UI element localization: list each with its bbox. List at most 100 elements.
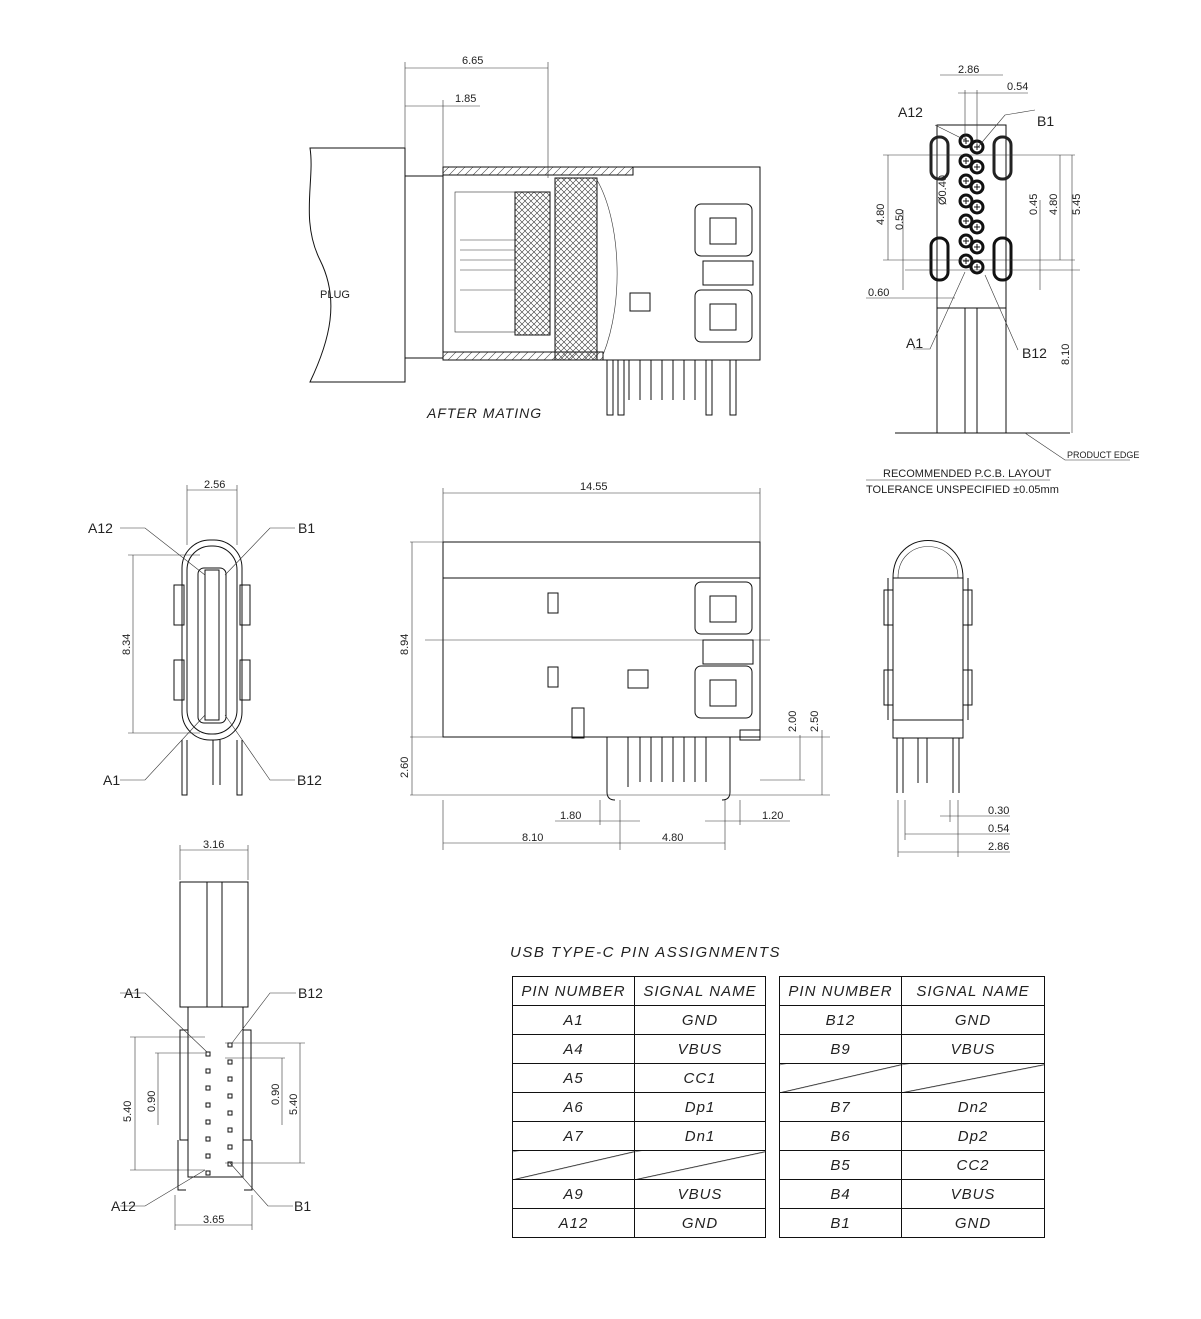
pin-contact (205, 1102, 211, 1108)
dim-right-0-90: 0.90 (270, 1084, 282, 1105)
column-header: PIN NUMBER (512, 976, 635, 1006)
table-row (779, 1063, 1045, 1093)
pcb-pads (958, 133, 985, 275)
dim-3-65: 3.65 (203, 1214, 224, 1226)
pin-table-title: USB TYPE-C PIN ASSIGNMENTS (510, 944, 781, 961)
front-view: 2.56 8.34 A12 B1 A1 B12 (88, 479, 322, 796)
signal-name: Dp2 (901, 1121, 1045, 1151)
plug-outline (308, 147, 406, 383)
bottom-view: 3.16 3.65 5.40 0.90 0.90 5.40 A1 B12 A12… (111, 839, 323, 1230)
signal-name: VBUS (634, 1034, 766, 1064)
pin-contact (227, 1059, 233, 1065)
label-a1: A1 (906, 335, 923, 351)
tolerance-note: TOLERANCE UNSPECIFIED ±0.05mm (866, 484, 1059, 496)
pin-number: B5 (779, 1150, 902, 1180)
signal-name (901, 1063, 1045, 1093)
label-a12: A12 (111, 1198, 136, 1214)
pin-number: A5 (512, 1063, 635, 1093)
pad-center-mark (974, 264, 980, 270)
label-b12: B12 (297, 772, 322, 788)
dim-0-54: 0.54 (1007, 81, 1028, 93)
pad-center-mark (974, 164, 980, 170)
pin-number: A12 (512, 1208, 635, 1238)
pad-center-mark (963, 218, 969, 224)
column-header: PIN NUMBER (779, 976, 902, 1006)
dim-right-4-80: 4.80 (1048, 194, 1060, 215)
pin-number: A1 (512, 1005, 635, 1035)
plug-label: PLUG (320, 289, 350, 301)
pin-contact (227, 1144, 233, 1150)
label-a12: A12 (898, 104, 923, 120)
dim-2-50: 2.50 (809, 711, 821, 732)
dim-3-16: 3.16 (203, 839, 224, 851)
signal-name: GND (901, 1208, 1045, 1238)
dim-8-10: 8.10 (522, 832, 543, 844)
dim-0-54: 0.54 (988, 823, 1009, 835)
dim-0-50: 0.50 (894, 209, 906, 230)
dim-2-86: 2.86 (988, 841, 1009, 853)
pad-center-mark (963, 238, 969, 244)
pin-number: A7 (512, 1121, 635, 1151)
signal-name: CC1 (634, 1063, 766, 1093)
dim-14-55: 14.55 (580, 481, 608, 493)
label-a1: A1 (103, 772, 120, 788)
pad-center-mark (963, 258, 969, 264)
dim-0-60: 0.60 (868, 287, 889, 299)
product-edge-label: PRODUCT EDGE (1067, 450, 1139, 460)
pin-number: A4 (512, 1034, 635, 1064)
pad-center-mark (974, 184, 980, 190)
pin-contact (227, 1110, 233, 1116)
pad-center-mark (963, 138, 969, 144)
dim-5-45: 5.45 (1071, 194, 1083, 215)
pin-contact (205, 1085, 211, 1091)
pin-number: B7 (779, 1092, 902, 1122)
dim-2-60: 2.60 (399, 757, 411, 778)
signal-name: Dn1 (634, 1121, 766, 1151)
pin-contact (205, 1136, 211, 1142)
pad-center-mark (963, 158, 969, 164)
pad-center-mark (974, 244, 980, 250)
pin-contact (205, 1119, 211, 1125)
label-b1: B1 (1037, 113, 1054, 129)
pin-contact (227, 1093, 233, 1099)
dim-1-80: 1.80 (560, 810, 581, 822)
pin-contact (205, 1068, 211, 1074)
dim-4-80: 4.80 (662, 832, 683, 844)
pin-contact (227, 1161, 233, 1167)
label-b1: B1 (294, 1198, 311, 1214)
pin-contact (227, 1127, 233, 1133)
signal-name: VBUS (634, 1179, 766, 1209)
pin-number: A9 (512, 1179, 635, 1209)
pin-number: B12 (779, 1005, 902, 1035)
dim-8-10: 8.10 (1060, 344, 1072, 365)
pin-number (779, 1063, 902, 1093)
dim-8-94: 8.94 (399, 634, 411, 655)
dim-left-4-80: 4.80 (875, 204, 887, 225)
pad-center-mark (974, 224, 980, 230)
dim-left-0-90: 0.90 (146, 1091, 158, 1112)
pad-center-mark (963, 198, 969, 204)
signal-name: GND (634, 1208, 766, 1238)
label-a1: A1 (124, 985, 141, 1001)
signal-name: VBUS (901, 1034, 1045, 1064)
pcb-layout-view: 2.86 0.54 A12 B1 A1 B12 Ø0.40 4.80 0.50 … (866, 64, 1139, 496)
pin-contact (227, 1076, 233, 1082)
pin-number: B1 (779, 1208, 902, 1238)
signal-name: CC2 (901, 1150, 1045, 1180)
signal-name: Dp1 (634, 1092, 766, 1122)
